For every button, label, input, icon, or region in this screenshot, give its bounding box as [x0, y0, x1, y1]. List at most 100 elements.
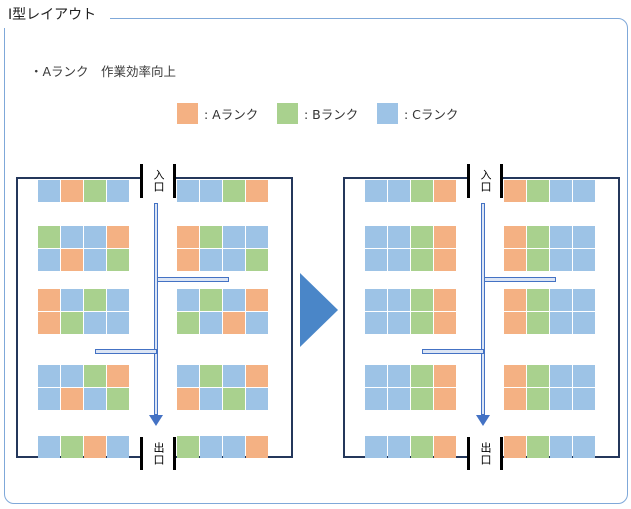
rank-a-cell — [434, 312, 456, 334]
rank-c-cell — [223, 249, 245, 271]
rank-c-cell — [550, 180, 572, 202]
exit-bar-right — [173, 437, 176, 470]
rank-c-cell — [177, 289, 199, 311]
exit-port: 出口 — [467, 437, 503, 470]
entrance-bar-right — [173, 164, 176, 198]
entrance-port: 入口 — [467, 164, 503, 198]
rank-a-cell — [434, 289, 456, 311]
rank-a-cell — [61, 249, 83, 271]
rank-c-cell — [550, 365, 572, 387]
shelf-block — [365, 180, 456, 202]
page-title: I型レイアウト — [8, 7, 97, 23]
rank-c-cell — [200, 312, 222, 334]
rank-c-cell — [223, 365, 245, 387]
rank-b-cell — [527, 312, 549, 334]
rank-c-cell — [223, 226, 245, 248]
rank-b-cell — [223, 388, 245, 410]
exit-label: 出口 — [479, 441, 492, 466]
rank-c-cell — [388, 312, 410, 334]
rank-a-cell — [177, 388, 199, 410]
rank-b-cell — [411, 289, 433, 311]
rank-c-cell — [107, 289, 129, 311]
shelf-block — [38, 180, 129, 202]
shelf-block — [365, 226, 456, 271]
rank-c-cell — [246, 388, 268, 410]
transition-arrow-icon — [300, 273, 338, 347]
rank-b-cell — [411, 388, 433, 410]
rank-c-cell — [573, 249, 595, 271]
rank-c-cell — [200, 436, 222, 458]
flow-arrowhead-icon — [149, 415, 163, 426]
rank-a-cell — [434, 388, 456, 410]
rank-a-cell — [246, 289, 268, 311]
branch-aisle-right — [157, 277, 229, 282]
rank-c-cell — [200, 249, 222, 271]
rank-c-cell — [61, 289, 83, 311]
rank-c-cell — [200, 180, 222, 202]
rank-c-cell — [388, 388, 410, 410]
rank-b-cell — [527, 388, 549, 410]
rank-a-cell — [177, 226, 199, 248]
c-rank-swatch — [377, 103, 398, 124]
rank-a-cell — [38, 312, 60, 334]
rank-c-cell — [38, 249, 60, 271]
shelf-block — [504, 436, 595, 458]
entrance-label: 入口 — [152, 169, 165, 193]
exit-bar-left — [467, 437, 470, 470]
rank-c-cell — [573, 365, 595, 387]
rank-a-cell — [434, 365, 456, 387]
rank-c-cell — [550, 226, 572, 248]
rank-a-cell — [504, 226, 526, 248]
rank-b-cell — [84, 365, 106, 387]
rank-b-cell — [84, 180, 106, 202]
c-rank-label: : Cランク — [404, 107, 459, 122]
shelf-block — [177, 226, 268, 271]
rank-b-cell — [107, 249, 129, 271]
rank-c-cell — [365, 180, 387, 202]
rank-a-note: ・Aランク 作業効率向上 — [30, 64, 177, 79]
rank-c-cell — [38, 388, 60, 410]
rank-b-cell — [411, 180, 433, 202]
rank-c-cell — [365, 436, 387, 458]
rank-c-cell — [84, 226, 106, 248]
rank-a-cell — [504, 365, 526, 387]
rank-a-cell — [434, 436, 456, 458]
rank-a-cell — [504, 289, 526, 311]
rank-b-cell — [177, 312, 199, 334]
rank-b-cell — [61, 436, 83, 458]
rank-c-cell — [365, 226, 387, 248]
rank-b-cell — [84, 289, 106, 311]
rank-a-cell — [107, 226, 129, 248]
rank-c-cell — [573, 388, 595, 410]
rank-c-cell — [177, 180, 199, 202]
shelf-block — [38, 226, 129, 271]
shelf-block — [177, 180, 268, 202]
rank-a-cell — [107, 365, 129, 387]
shelf-block — [365, 365, 456, 410]
legend-item-c-rank: : Cランク — [377, 103, 458, 124]
rank-a-cell — [434, 180, 456, 202]
exit-bar-right — [500, 437, 503, 470]
rank-c-cell — [61, 365, 83, 387]
shelf-blocks — [18, 179, 291, 458]
rank-c-cell — [107, 312, 129, 334]
rank-c-cell — [223, 289, 245, 311]
shelf-block — [504, 289, 595, 334]
rank-a-cell — [246, 365, 268, 387]
rank-c-cell — [107, 436, 129, 458]
rank-a-cell — [504, 249, 526, 271]
rank-c-cell — [200, 388, 222, 410]
rank-b-cell — [200, 226, 222, 248]
rank-c-cell — [38, 180, 60, 202]
entrance-bar-right — [500, 164, 503, 198]
rank-c-cell — [246, 312, 268, 334]
rank-c-cell — [365, 289, 387, 311]
rank-c-cell — [388, 289, 410, 311]
shelf-block — [38, 289, 129, 334]
rank-b-cell — [200, 365, 222, 387]
rank-a-cell — [504, 388, 526, 410]
rank-c-cell — [223, 436, 245, 458]
rank-b-cell — [411, 249, 433, 271]
rank-a-cell — [246, 436, 268, 458]
